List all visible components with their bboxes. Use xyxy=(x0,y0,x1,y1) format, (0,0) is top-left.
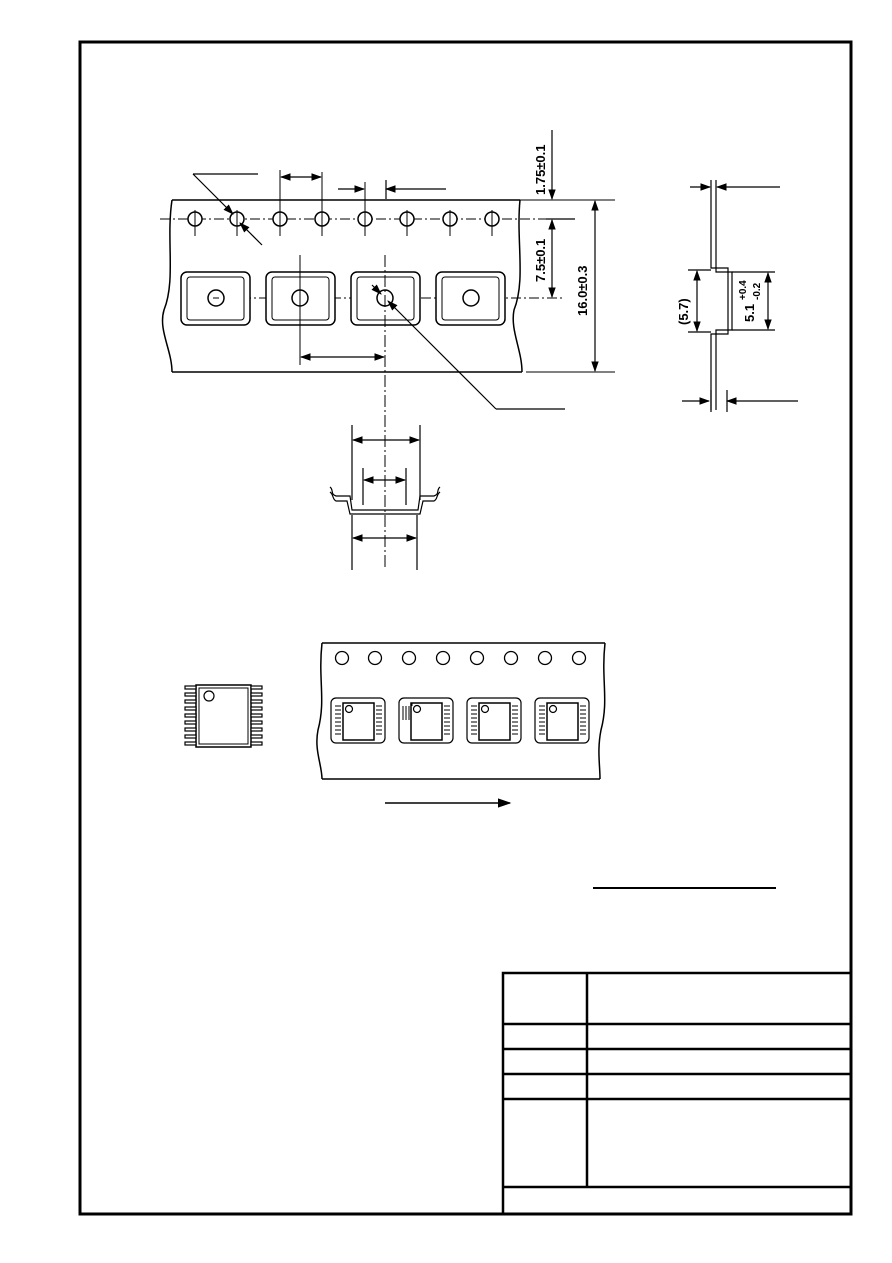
package-leads-right xyxy=(250,685,263,746)
ic-package-view xyxy=(184,684,263,748)
title-block xyxy=(501,971,853,1216)
loaded-tape-sprocket-holes xyxy=(334,650,587,666)
pocket-centerlines xyxy=(213,255,386,570)
tape-left-break xyxy=(161,199,173,373)
loaded-tape-view xyxy=(316,642,606,780)
loaded-tape-components xyxy=(330,697,590,744)
loaded-pocket-3 xyxy=(466,697,522,744)
pocket-hole xyxy=(462,289,480,307)
loaded-pocket-2 xyxy=(398,697,454,744)
dim-tape-width: 16.0±0.3 xyxy=(575,265,590,316)
pocket-cross-section xyxy=(329,425,441,570)
dim-hole-to-pocket: 7.5±0.1 xyxy=(533,239,548,282)
tape-pockets xyxy=(180,271,506,326)
loaded-pocket-4 xyxy=(534,697,590,744)
dim-pocket-depth-ref: (5.7) xyxy=(676,298,691,325)
dim-pocket-depth-main: 5.1 xyxy=(742,304,757,322)
top-view-dimensions xyxy=(192,130,599,410)
tape-side-section xyxy=(682,180,798,412)
dim-pocket-depth-tol-minus: -0.2 xyxy=(752,282,763,300)
tape-right-break xyxy=(512,199,523,373)
sheet-border xyxy=(78,40,853,1216)
dim-sprocket-edge: 1.75±0.1 xyxy=(533,144,548,195)
loaded-pocket-1 xyxy=(330,697,386,744)
section-profile xyxy=(710,200,729,410)
dim-pocket-depth-tol-plus: +0.4 xyxy=(738,280,749,300)
package-leads-left xyxy=(184,685,197,746)
